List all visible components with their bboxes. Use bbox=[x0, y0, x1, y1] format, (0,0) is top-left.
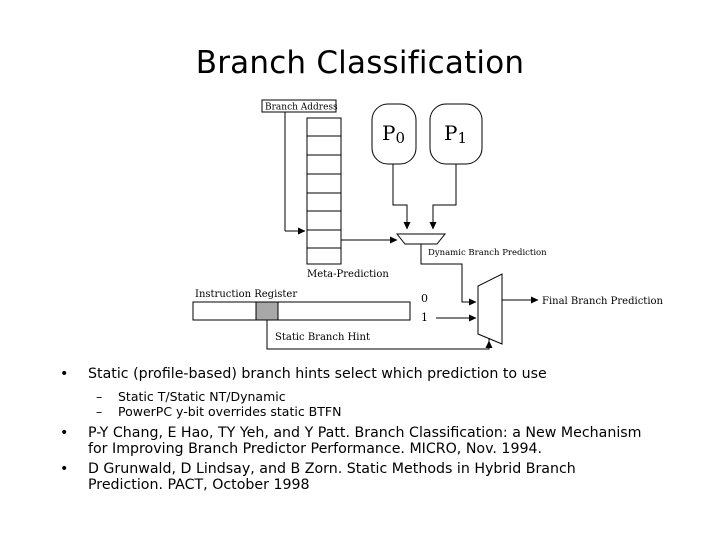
reference-line-2: Prediction. PACT, October 1998 bbox=[88, 477, 310, 493]
p1-label: P1 bbox=[444, 121, 467, 147]
bullet-dot: • bbox=[60, 461, 69, 477]
p1-output-line bbox=[429, 164, 457, 230]
sub-bullet-item: – PowerPC y-bit overrides static BTFN bbox=[58, 404, 698, 419]
meta-prediction-label: Meta-Prediction bbox=[307, 269, 389, 280]
instruction-register-label: Instruction Register bbox=[195, 289, 297, 300]
bullet-item: • P-Y Chang, E Hao, TY Yeh, and Y Patt. … bbox=[58, 425, 698, 457]
dynamic-prediction-line bbox=[420, 244, 477, 306]
static-hint-bit bbox=[255, 301, 279, 321]
final-branch-prediction-label: Final Branch Prediction bbox=[542, 296, 664, 307]
sub-bullet-list: – Static T/Static NT/Dynamic – PowerPC y… bbox=[58, 389, 698, 419]
slide-title: Branch Classification bbox=[195, 45, 525, 81]
p0-output-line bbox=[392, 164, 411, 230]
sub-bullet-dash: – bbox=[96, 389, 103, 404]
bullet-item: • D Grunwald, D Lindsay, and B Zorn. Sta… bbox=[58, 461, 698, 493]
sub-bullet-text: PowerPC y-bit overrides static BTFN bbox=[118, 404, 342, 419]
bullet-list: • Static (profile-based) branch hints se… bbox=[58, 366, 698, 493]
branch-address-box bbox=[261, 99, 337, 113]
p0-predictor-box bbox=[371, 103, 417, 165]
sub-bullet-dash: – bbox=[96, 404, 103, 419]
mux-input-0: 0 bbox=[421, 292, 428, 305]
instruction-register-box bbox=[192, 301, 411, 321]
meta-table bbox=[306, 117, 342, 265]
sub-bullet-item: – Static T/Static NT/Dynamic bbox=[58, 389, 698, 404]
dynamic-mux bbox=[395, 233, 447, 245]
static-branch-hint-label: Static Branch Hint bbox=[275, 332, 370, 343]
bullet-dot: • bbox=[60, 425, 69, 441]
reference-line-1: D Grunwald, D Lindsay, and B Zorn. Stati… bbox=[88, 461, 576, 477]
reference-line-1: P-Y Chang, E Hao, TY Yeh, and Y Patt. Br… bbox=[88, 425, 642, 441]
branch-address-label: Branch Address bbox=[265, 103, 338, 113]
bullet-text: Static (profile-based) branch hints sele… bbox=[88, 366, 547, 382]
p0-label: P0 bbox=[382, 121, 405, 147]
reference-line-2: for Improving Branch Predictor Performan… bbox=[88, 441, 543, 457]
bullet-item: • Static (profile-based) branch hints se… bbox=[58, 366, 698, 382]
dynamic-branch-prediction-label: Dynamic Branch Prediction bbox=[428, 248, 547, 258]
bullet-dot: • bbox=[60, 366, 69, 382]
sub-bullet-text: Static T/Static NT/Dynamic bbox=[118, 389, 286, 404]
final-mux bbox=[477, 273, 503, 345]
mux-input-1: 1 bbox=[421, 311, 428, 324]
